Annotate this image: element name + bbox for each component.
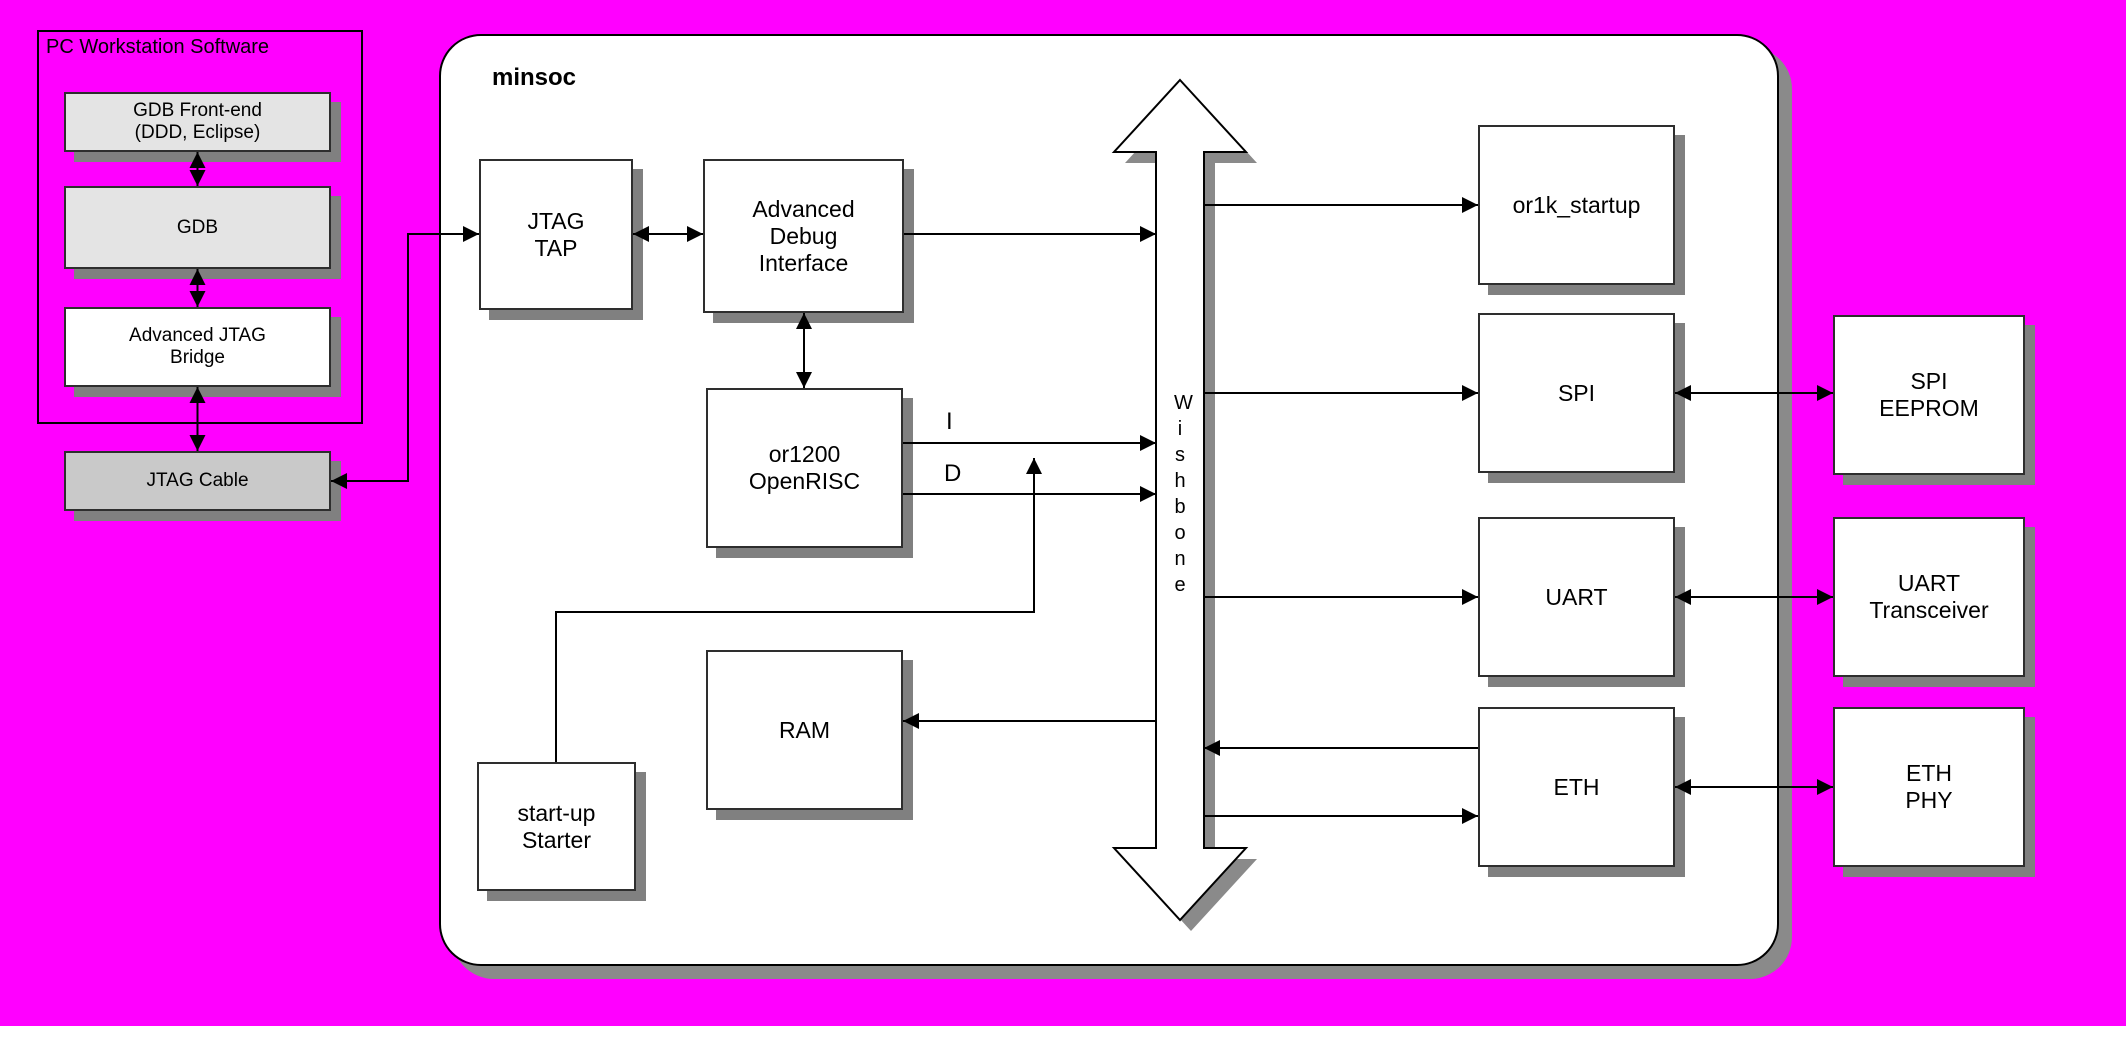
gdb-box: GDB bbox=[64, 186, 331, 269]
advanced-jtag-bridge-label: Advanced JTAG Bridge bbox=[129, 325, 266, 368]
advanced-debug-interface-label: Advanced Debug Interface bbox=[752, 195, 855, 276]
pc-workstation-title: PC Workstation Software bbox=[46, 36, 270, 58]
or1200-label: or1200 OpenRISC bbox=[748, 441, 861, 494]
eth-phy-box: ETH PHY bbox=[1833, 707, 2025, 867]
spi-eeprom-box: SPI EEPROM bbox=[1833, 315, 2025, 475]
spi-box: SPI bbox=[1478, 313, 1675, 473]
gdb-frontend-box: GDB Front-end (DDD, Eclipse) bbox=[64, 92, 331, 152]
uart-transceiver-box: UART Transceiver bbox=[1833, 517, 2025, 677]
eth-box: ETH bbox=[1478, 707, 1675, 867]
data-bus-label: D bbox=[944, 460, 962, 487]
or1k-startup-box: or1k_startup bbox=[1478, 125, 1675, 285]
ram-box: RAM bbox=[706, 650, 903, 810]
startup-starter-box: start-up Starter bbox=[477, 762, 636, 891]
jtag-tap-label: JTAG TAP bbox=[527, 207, 585, 261]
jtag-cable-box: JTAG Cable bbox=[64, 451, 331, 511]
bottom-white-strip bbox=[0, 1026, 2126, 1046]
spi-eeprom-label: SPI EEPROM bbox=[1879, 368, 1979, 421]
jtag-tap-box: JTAG TAP bbox=[479, 159, 633, 310]
eth-label: ETH bbox=[1553, 773, 1600, 800]
advanced-jtag-bridge-box: Advanced JTAG Bridge bbox=[64, 307, 331, 387]
gdb-frontend-label: GDB Front-end (DDD, Eclipse) bbox=[133, 100, 262, 143]
eth-phy-label: ETH PHY bbox=[1905, 760, 1953, 813]
jtag-cable-label: JTAG Cable bbox=[146, 470, 249, 491]
spi-label: SPI bbox=[1557, 379, 1596, 406]
startup-starter-label: start-up Starter bbox=[517, 799, 596, 853]
uart-label: UART bbox=[1545, 583, 1608, 610]
advanced-debug-interface-box: Advanced Debug Interface bbox=[703, 159, 904, 313]
wishbone-label: Wishbone bbox=[1174, 392, 1193, 596]
instruction-bus-label: I bbox=[946, 408, 953, 435]
ram-label: RAM bbox=[778, 716, 831, 743]
uart-transceiver-label: UART Transceiver bbox=[1869, 570, 1989, 623]
or1200-box: or1200 OpenRISC bbox=[706, 388, 903, 548]
uart-box: UART bbox=[1478, 517, 1675, 677]
gdb-label: GDB bbox=[176, 216, 219, 238]
or1k-startup-label: or1k_startup bbox=[1512, 191, 1641, 218]
minsoc-title: minsoc bbox=[492, 64, 577, 91]
